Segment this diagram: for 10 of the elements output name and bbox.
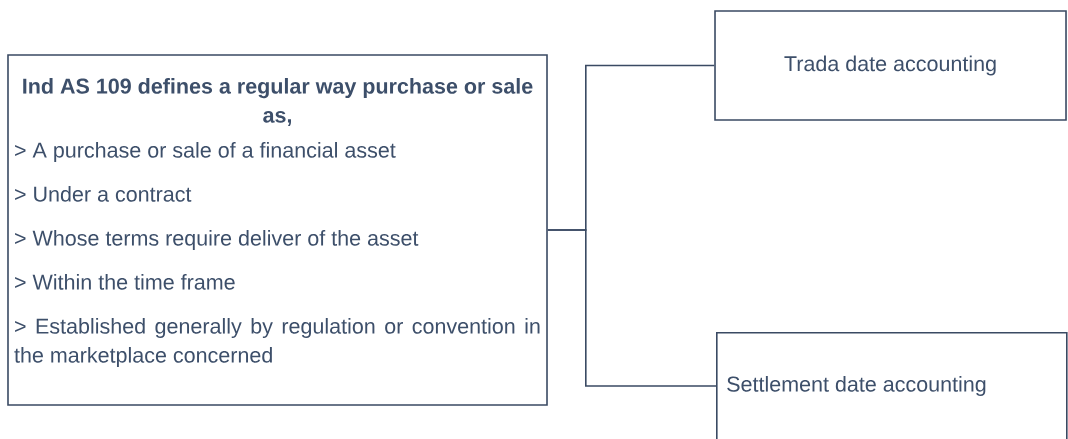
bullet-text: > Within the time frame [15, 274, 235, 290]
heading: Ind AS 109 defines a regular way purchase or sale as, [23, 78, 533, 126]
bullet-text: > A purchase or sale of a financial asset [15, 142, 396, 163]
bullet-text: > Whose terms require deliver of the asset [15, 230, 419, 251]
bullet-text: > Established generally by regulation or convention in the marketplace concerned [14, 318, 540, 368]
definition-box [7, 54, 548, 406]
connector-line [547, 229, 717, 387]
process-box: Settlement date accounting [716, 332, 1068, 439]
bullet-text: > Under a contract [15, 186, 192, 202]
process-box: Trada date accounting [714, 10, 1067, 121]
